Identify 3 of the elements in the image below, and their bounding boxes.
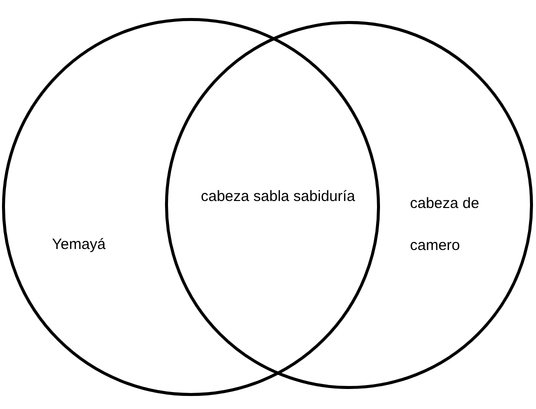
intersection-label: cabeza sabla sabiduría [200, 187, 356, 207]
set-label: cabeza de camero [410, 194, 480, 256]
set-label: Yemayá [52, 235, 107, 255]
